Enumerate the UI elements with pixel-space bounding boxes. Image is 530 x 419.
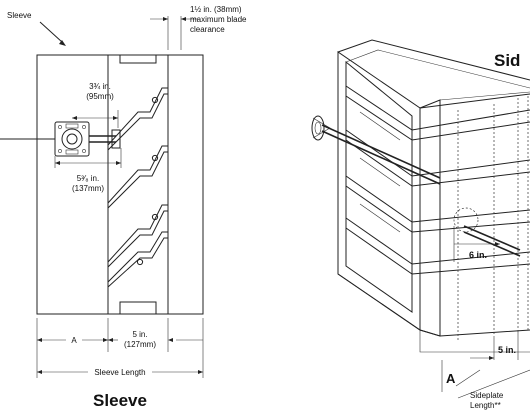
top-tab [119, 55, 157, 64]
dim-a-left-label: A [71, 336, 77, 345]
sideplate-length-label: Length** [470, 401, 501, 410]
bottom-tab [119, 301, 157, 314]
isometric-blades [345, 85, 530, 275]
side-title: Sid [494, 51, 520, 70]
dim-538-mm: (137mm) [72, 184, 104, 193]
dim-34-mm: (95mm) [86, 92, 114, 101]
dim-6in-label: 6 in. [469, 250, 487, 260]
dim-5in-mm: (127mm) [124, 340, 156, 349]
frame-inner [345, 60, 413, 313]
blade-clearance-line2: maximum blade [190, 15, 247, 24]
sideplate-label: Sideplate [470, 391, 504, 400]
blade-clearance-line3: clearance [190, 25, 225, 34]
sleeve-callout-arrow [39, 21, 63, 43]
sleeve-outline [36, 54, 204, 315]
damper-isometric: Sid [311, 39, 530, 410]
actuator-bracket [0, 121, 121, 157]
blade-clearance-label: 1½ in. (38mm) [190, 5, 242, 14]
blade-linkage [107, 87, 168, 288]
sleeve-callout-label: Sleeve [7, 11, 32, 20]
dim-538-label: 5³⁄₈ in. [77, 174, 99, 183]
sleeve-elevation: 3¾ in. (95mm) 5³⁄₈ in. (137mm) Sleeve 1½… [0, 5, 247, 410]
dim-5in-right-label: 5 in. [498, 345, 516, 355]
sleeve-length-label: Sleeve Length [94, 368, 145, 377]
isometric-shaft [311, 115, 521, 257]
dim-5in-label: 5 in. [132, 330, 147, 339]
sleeve-title: Sleeve [93, 391, 147, 410]
dim-a-right-label: A [446, 371, 456, 386]
frame-front [337, 51, 421, 331]
dim-34-label: 3¾ in. [89, 82, 111, 91]
